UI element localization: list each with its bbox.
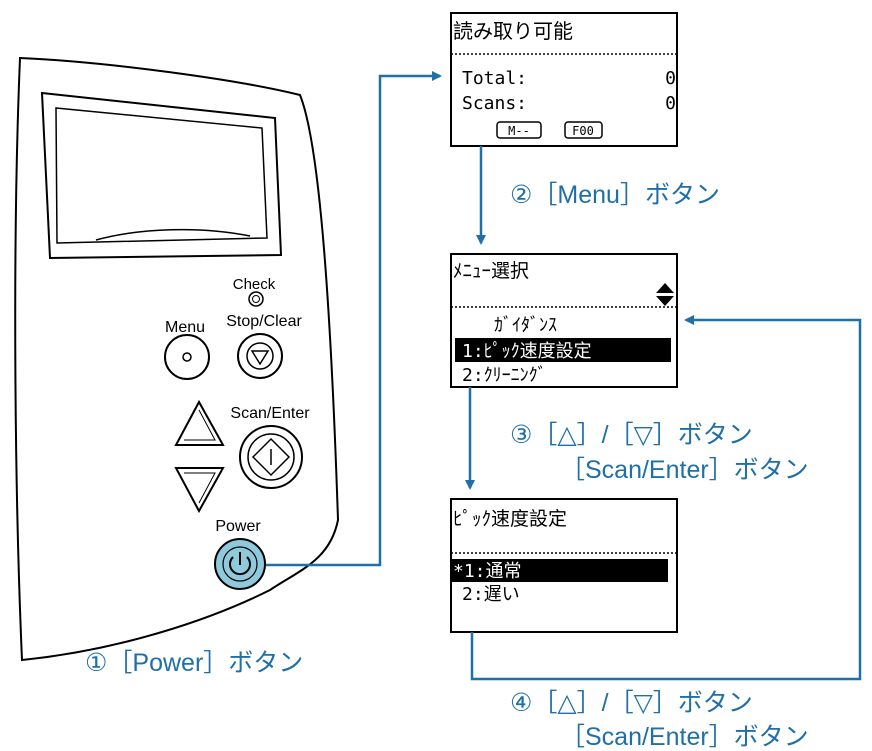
lcd-screen-pick-speed: ﾋﾟｯｸ速度設定 *1:通常 2:遅い <box>450 498 678 633</box>
step2-caption: ②［Menu］ボタン <box>510 181 720 209</box>
indicator-f: F00 <box>572 124 594 138</box>
menu-button[interactable] <box>164 334 210 380</box>
lcd-screen-ready: 読み取り可能 Total: 0 Scans: 0 M-- F00 <box>450 12 678 147</box>
speed-item-normal[interactable]: *1:通常 <box>453 561 522 582</box>
check-led <box>248 291 264 307</box>
lcd-window <box>40 91 283 260</box>
up-triangle-icon <box>184 409 216 441</box>
step4-caption-line1: ④［△］/［▽］ボタン <box>510 689 753 717</box>
step1-caption: ①［Power］ボタン <box>85 649 303 677</box>
menu-dot-icon <box>182 352 192 362</box>
check-label: Check <box>233 276 276 293</box>
power-button[interactable] <box>214 538 266 590</box>
up-button[interactable] <box>174 399 225 446</box>
screen1-row-total-label: Total: <box>462 68 527 89</box>
scan-enter-button[interactable] <box>239 425 303 489</box>
down-button[interactable] <box>174 467 225 514</box>
step4-caption-line2: ［Scan/Enter］ボタン <box>560 723 809 751</box>
diamond-play-icon <box>251 437 291 477</box>
menu-item-highlight <box>455 338 671 362</box>
arrow-power-to-ready <box>266 71 442 567</box>
down-triangle-in-circle-icon <box>250 350 270 366</box>
screen1-row-total-value: 0 <box>665 68 676 89</box>
menu-label: Menu <box>165 319 205 336</box>
scroll-up-icon <box>656 283 674 293</box>
lcd-screen-menu: ﾒﾆｭｰ選択 ｶﾞｲﾀﾞﾝｽ 1:ﾋﾟｯｸ速度設定 2:ｸﾘｰﾆﾝｸﾞ <box>450 253 678 388</box>
screen1-row-scans-value: 0 <box>665 93 676 114</box>
indicator-m: M-- <box>508 124 530 138</box>
screen1-title: 読み取り可能 <box>453 19 573 43</box>
step3-caption-line2: ［Scan/Enter］ボタン <box>560 456 809 484</box>
scroll-down-icon <box>656 296 674 306</box>
screen3-title: ﾋﾟｯｸ速度設定 <box>453 508 567 530</box>
menu-item-cleaning[interactable]: 2:ｸﾘｰﾆﾝｸﾞ <box>462 365 547 386</box>
screen1-row-scans-label: Scans: <box>462 93 527 114</box>
operator-panel: Check Menu Stop/Clear Scan/Enter <box>14 56 340 662</box>
flow-arrows <box>266 71 862 681</box>
arrow-speed-back-to-menu <box>470 315 862 681</box>
scan-enter-label: Scan/Enter <box>230 405 310 422</box>
indicator-f-box <box>564 121 603 139</box>
power-icon <box>229 552 251 576</box>
screen2-title: ﾒﾆｭｰ選択 <box>453 260 529 282</box>
menu-item-guidance[interactable]: ｶﾞｲﾀﾞﾝｽ <box>494 315 557 336</box>
speed-item-highlight <box>451 559 668 582</box>
power-label: Power <box>215 518 261 535</box>
stop-clear-label: Stop/Clear <box>226 313 302 330</box>
menu-item-pick-speed[interactable]: 1:ﾋﾟｯｸ速度設定 <box>462 341 592 362</box>
down-triangle-icon <box>184 472 216 504</box>
indicator-m-box <box>496 121 542 139</box>
step3-caption-line1: ③［△］/［▽］ボタン <box>510 421 753 449</box>
stop-clear-button[interactable] <box>237 333 283 379</box>
speed-item-slow[interactable]: 2:遅い <box>462 584 520 605</box>
